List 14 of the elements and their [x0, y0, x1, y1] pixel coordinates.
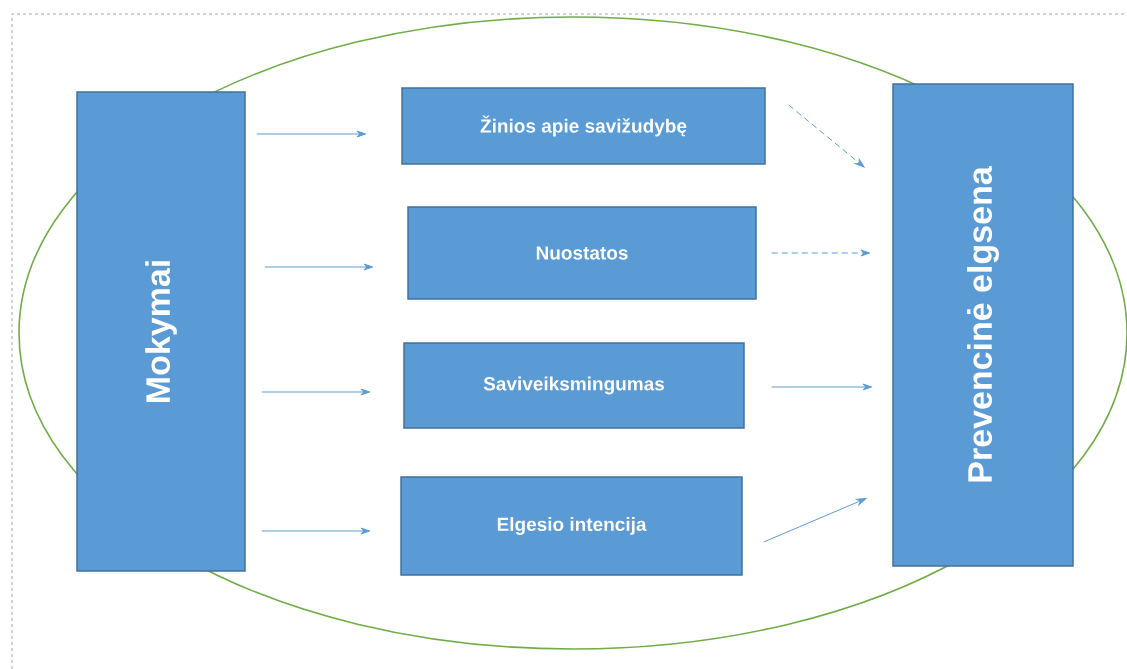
arrow — [264, 263, 374, 271]
arrow — [763, 498, 867, 543]
arrow — [788, 104, 865, 168]
process-box: Žinios apie savižudybę — [401, 87, 766, 165]
arrow — [261, 527, 371, 535]
arrow — [771, 383, 873, 391]
process-box: Saviveiksmingumas — [403, 342, 745, 429]
arrow — [261, 388, 371, 396]
arrow — [771, 249, 871, 257]
arrow — [256, 130, 367, 138]
process-box: Nuostatos — [407, 206, 757, 300]
process-box: Mokymai — [76, 91, 246, 572]
process-box: Prevencinė elgsena — [892, 83, 1074, 567]
process-box: Elgesio intencija — [400, 476, 743, 576]
